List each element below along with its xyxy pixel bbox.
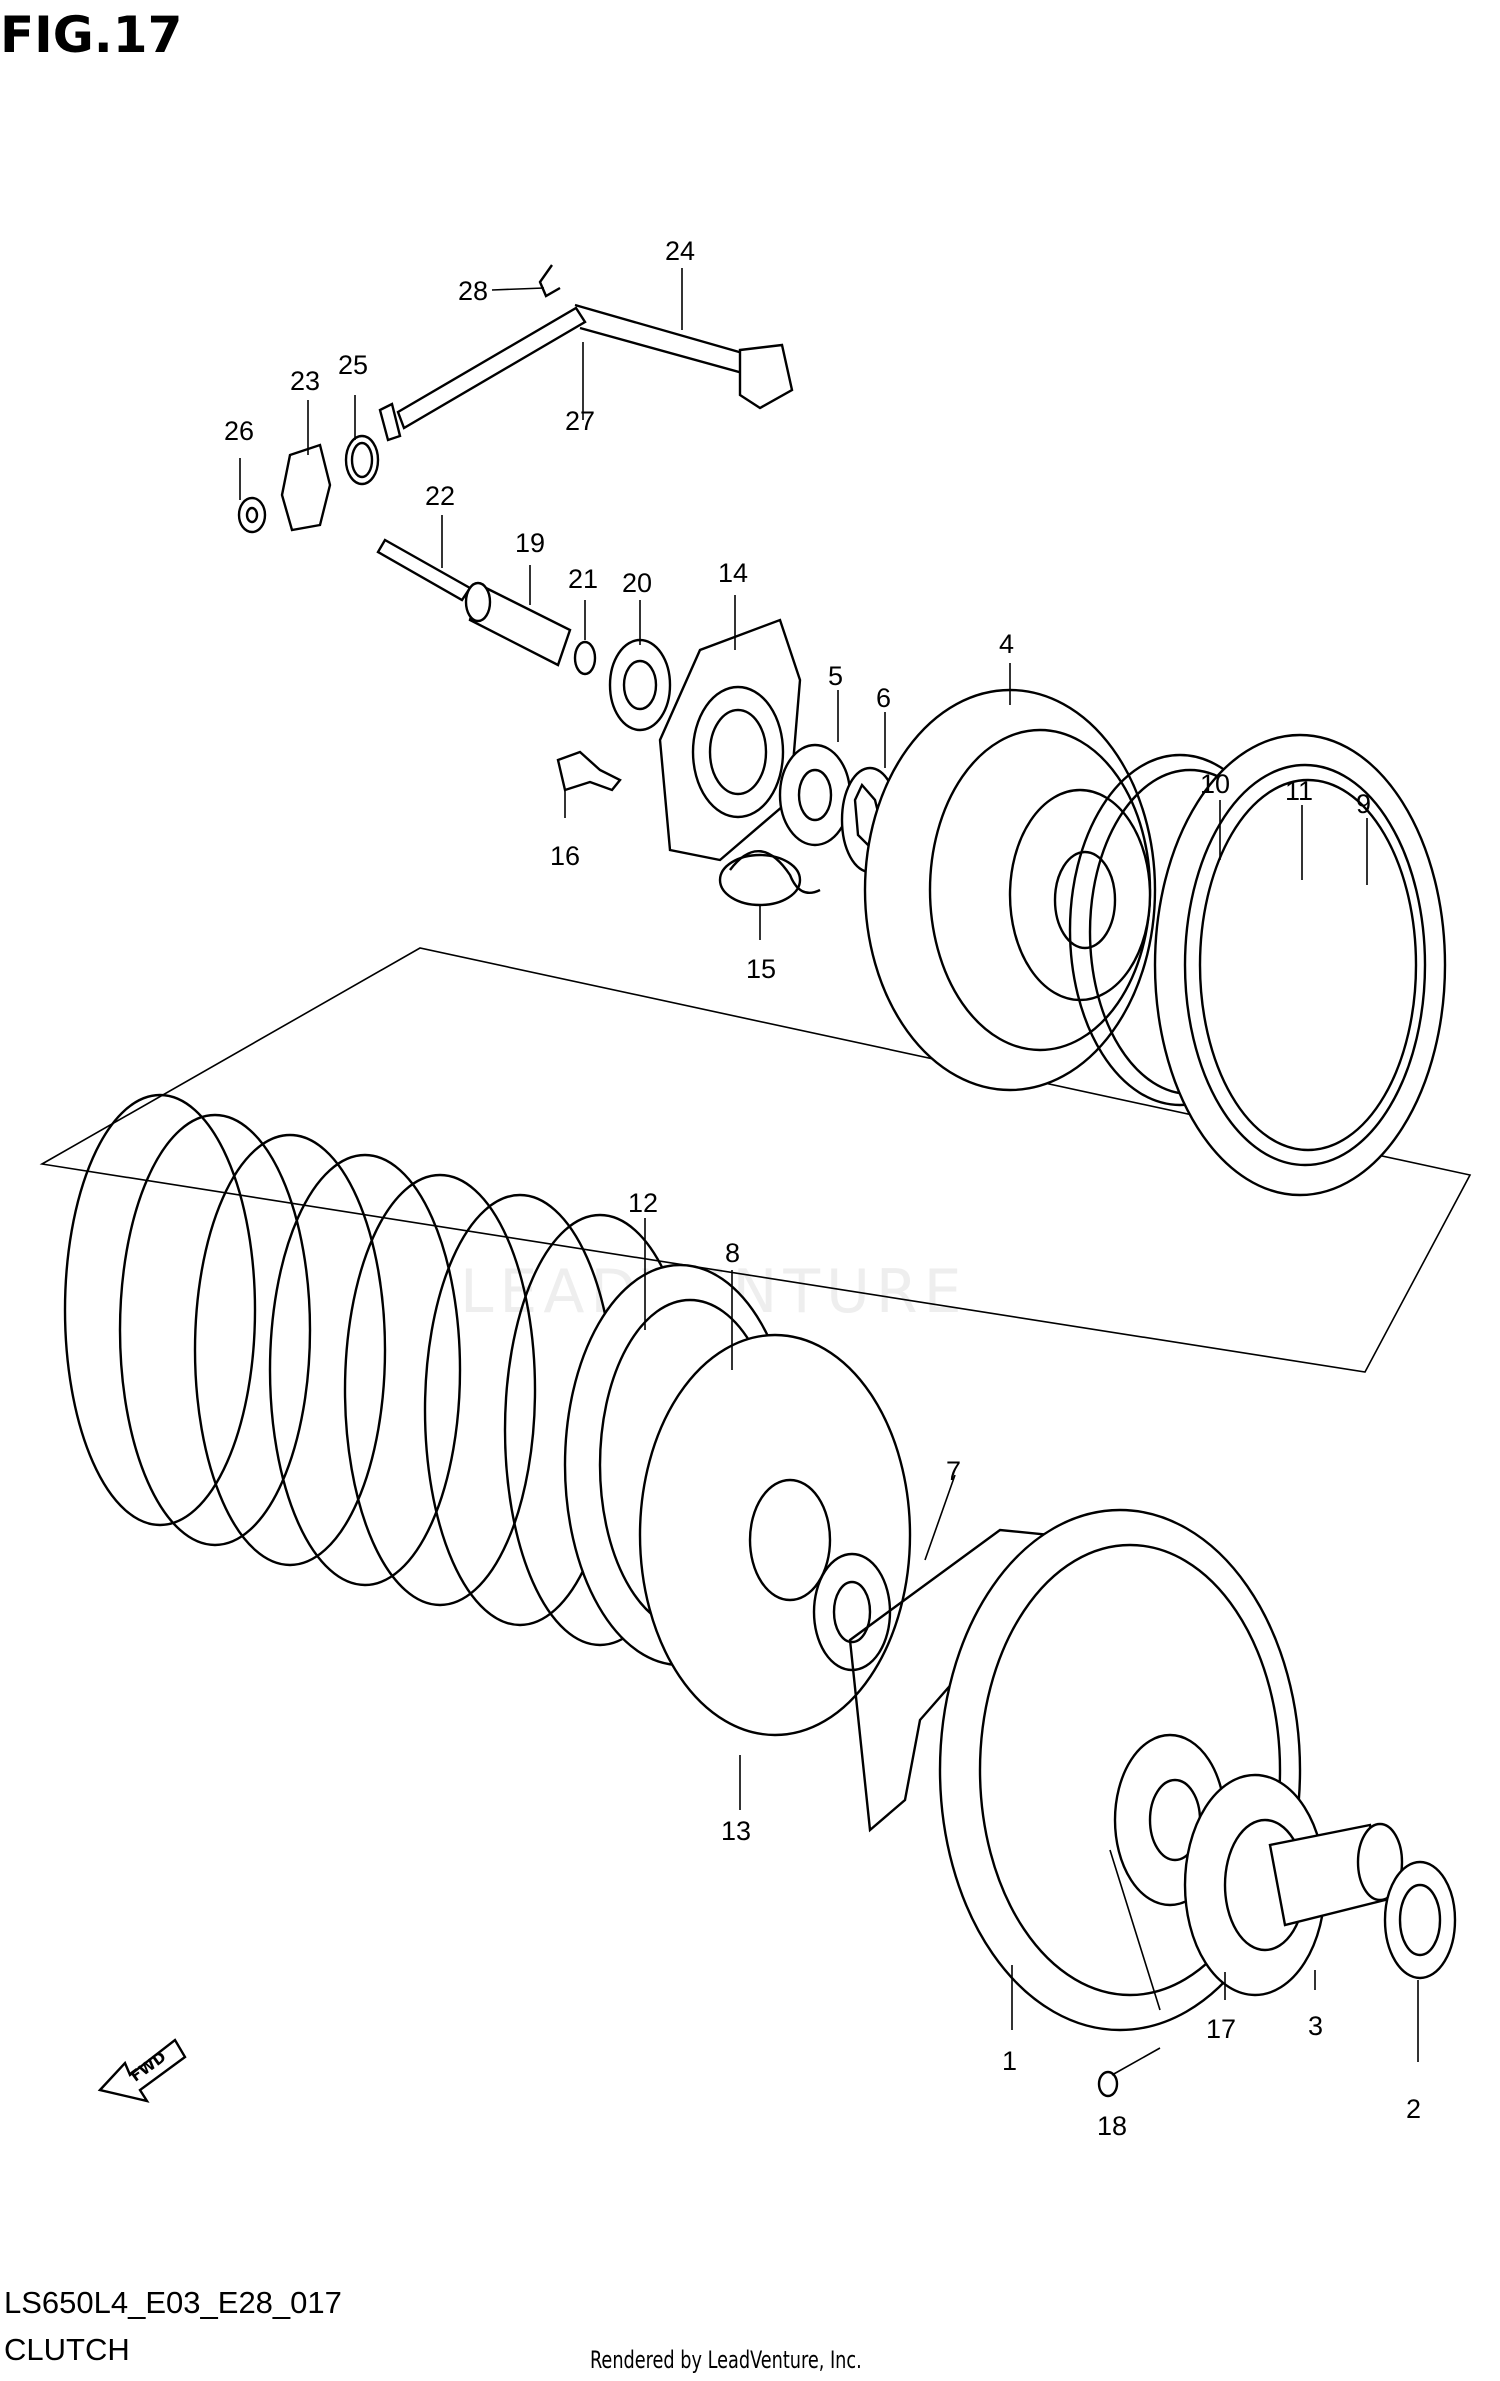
callout-4: 4 (999, 629, 1014, 659)
figure-title: FIG.17 (0, 6, 183, 64)
callout-9: 9 (1356, 789, 1371, 819)
callout-7: 7 (946, 1456, 961, 1486)
callout-23: 23 (290, 366, 320, 396)
section-name: CLUTCH (4, 2332, 130, 2367)
rings-and-plate-9 (1068, 733, 1447, 1197)
callout-2: 2 (1406, 2094, 1421, 2124)
render-credit: Rendered by LeadVenture, Inc. (590, 2346, 862, 2374)
leader-lines (239, 268, 1419, 2076)
drive-gear-and-spacer (1097, 1773, 1457, 2098)
assembly-frame (39, 947, 1472, 1373)
callout-19: 19 (515, 528, 545, 558)
release-mechanism-group (376, 538, 672, 732)
callout-22: 22 (425, 481, 455, 511)
callout-13: 13 (721, 1816, 751, 1846)
callout-3: 3 (1308, 2011, 1323, 2041)
callout-14: 14 (718, 558, 748, 588)
callout-12: 12 (628, 1188, 658, 1218)
forward-direction-arrow: FWD (97, 2038, 187, 2103)
callout-24: 24 (665, 236, 695, 266)
callout-20: 20 (622, 568, 652, 598)
callout-27: 27 (565, 406, 595, 436)
callout-5: 5 (828, 661, 843, 691)
callout-labels: 1 2 3 4 5 6 7 8 9 10 11 12 13 14 15 16 1… (224, 236, 1421, 2141)
callout-28: 28 (458, 276, 488, 306)
callout-8: 8 (725, 1238, 740, 1268)
callout-6: 6 (876, 683, 891, 713)
clutch-sleeve-hub (863, 688, 1157, 1092)
callout-10: 10 (1200, 769, 1230, 799)
model-code: LS650L4_E03_E28_017 (4, 2285, 342, 2320)
callout-25: 25 (338, 350, 368, 380)
callout-17: 17 (1206, 2014, 1236, 2044)
release-shaft-group (378, 264, 794, 442)
callout-15: 15 (746, 954, 776, 984)
lever-bracket-group (237, 434, 380, 534)
callout-26: 26 (224, 416, 254, 446)
callout-11: 11 (1285, 776, 1313, 806)
callout-21: 21 (568, 564, 598, 594)
callout-16: 16 (550, 841, 580, 871)
callout-1: 1 (1002, 2046, 1017, 2076)
plate-13-and-washer-7 (638, 1333, 912, 1737)
pressure-plate (658, 618, 802, 862)
callout-18: 18 (1097, 2111, 1127, 2141)
